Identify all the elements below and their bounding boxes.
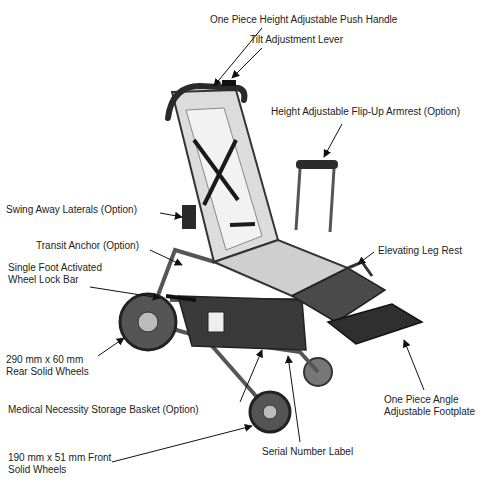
leader-line <box>288 356 300 442</box>
part-label: Serial Number Label <box>262 446 392 458</box>
armrest <box>296 160 338 169</box>
leader-line <box>358 252 374 264</box>
lateral-pad <box>182 205 196 229</box>
part-label: Swing Away Laterals (Option) <box>6 204 162 216</box>
leader-line <box>98 338 124 356</box>
chair-drawing <box>120 80 422 432</box>
footplate <box>328 304 422 344</box>
part-label: Tilt Adjustment Lever <box>250 34 410 46</box>
leader-line <box>90 287 160 298</box>
leg-rest-bracket <box>348 262 372 276</box>
tilt-lever <box>222 80 236 86</box>
part-label: 190 mm x 51 mm Front Solid Wheels <box>8 452 112 476</box>
part-label: One Piece Height Adjustable Push Handle <box>210 14 440 26</box>
front-wheel <box>250 392 290 432</box>
push-handle <box>168 86 244 118</box>
part-label: Medical Necessity Storage Basket (Option… <box>8 404 248 416</box>
part-label: Elevating Leg Rest <box>378 245 494 257</box>
storage-basket <box>178 296 306 350</box>
leader-line <box>160 213 182 217</box>
leader-lines <box>90 28 424 462</box>
part-label: Transit Anchor (Option) <box>36 240 154 252</box>
leader-line <box>324 124 342 157</box>
part-label: 290 mm x 60 mm Rear Solid Wheels <box>6 354 102 378</box>
wheel-lock-bar <box>166 296 196 300</box>
leader-line <box>150 250 182 265</box>
backrest-pad <box>172 90 278 262</box>
harness-straps <box>194 140 255 225</box>
leader-line <box>112 426 252 462</box>
backrest-insert <box>186 108 262 250</box>
part-label: Single Foot Activated Wheel Lock Bar <box>8 262 120 286</box>
part-label: One Piece Angle Adjustable Footplate <box>384 394 492 418</box>
leader-line <box>232 48 262 78</box>
armrest-post <box>296 169 334 232</box>
rear-wheel <box>120 294 176 350</box>
front-hub <box>263 405 277 419</box>
serial-plate <box>208 312 224 332</box>
leader-line <box>240 350 262 402</box>
part-label: Height Adjustable Flip-Up Armrest (Optio… <box>271 106 497 118</box>
leader-line <box>404 340 424 390</box>
rear-hub <box>138 312 158 332</box>
